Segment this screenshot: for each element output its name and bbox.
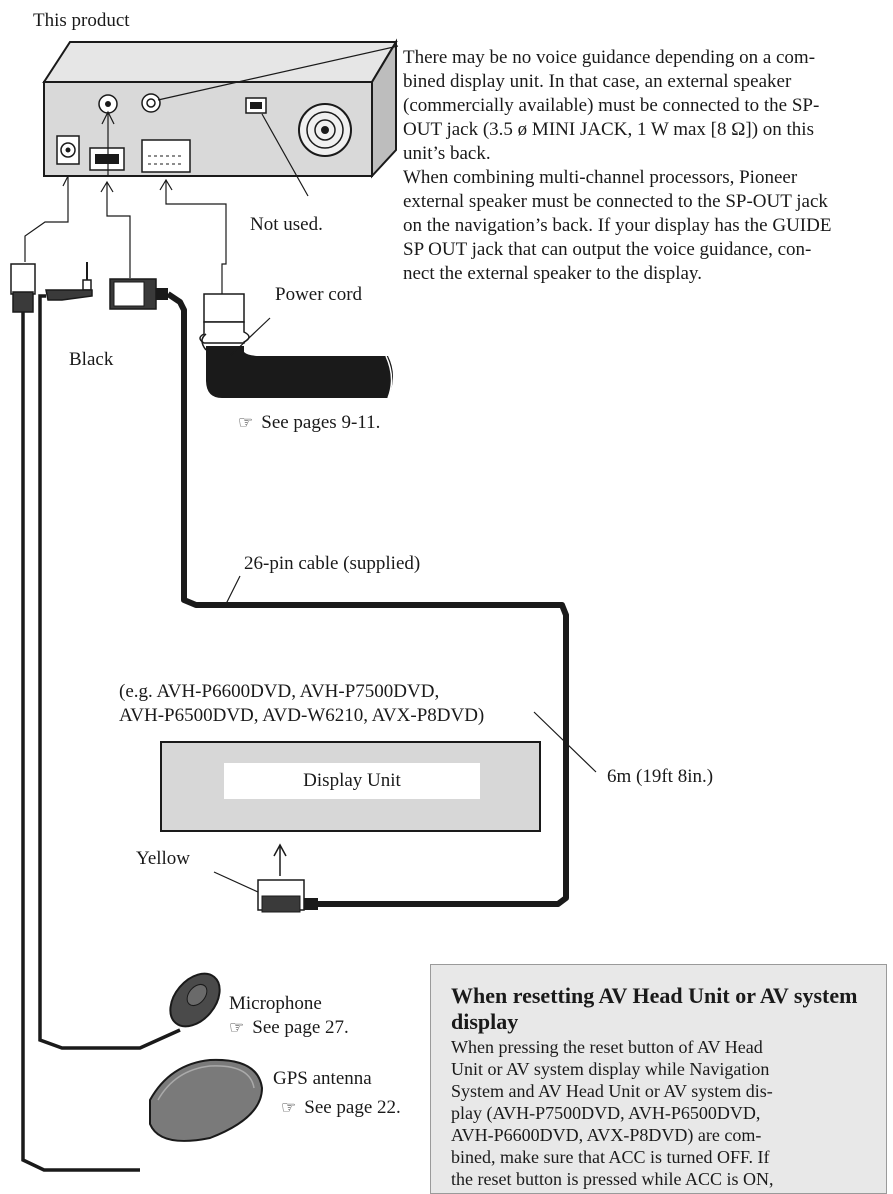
reference-icon: ☞	[238, 413, 254, 432]
mic-jack	[98, 94, 118, 114]
mic-plug	[45, 262, 93, 301]
see-page-22-ref: ☞ See page 22.	[281, 1096, 401, 1120]
cooling-fan-icon	[298, 103, 352, 157]
see-pages-9-11-label: See pages 9-11.	[261, 412, 381, 433]
microphone-cable	[38, 294, 181, 1050]
speaker-leader-line	[157, 45, 399, 101]
display-unit-label: Display Unit	[224, 763, 480, 799]
power-cord-label: Power cord	[275, 284, 363, 305]
cable-leader-line	[225, 575, 241, 605]
26pin-connector-port	[89, 147, 125, 171]
26pin-cable	[166, 291, 569, 907]
see-page-22-label: See page 22.	[304, 1097, 401, 1118]
this-product-label: This product	[33, 10, 130, 31]
display-insert-arrow	[273, 843, 287, 876]
display-unit: Display Unit	[160, 741, 541, 832]
not-used-label: Not used.	[250, 214, 323, 235]
gps-antenna-label: GPS antenna	[273, 1068, 372, 1089]
26pin-cable-label: 26-pin cable (supplied)	[244, 553, 421, 574]
yellow-label: Yellow	[136, 848, 191, 869]
power-cord-leader-line	[229, 317, 271, 357]
26pin-cable-yellow-end	[257, 879, 318, 913]
not-used-port	[245, 97, 267, 114]
not-used-leader-line	[261, 113, 309, 197]
reference-icon: ☞	[229, 1018, 245, 1037]
gps-antenna-plug	[10, 263, 36, 313]
models-line-2: AVH-P6500DVD, AVD-W6210, AVX-P8DVD)	[119, 705, 485, 726]
microphone-label: Microphone	[229, 993, 322, 1014]
see-page-27-label: See page 27.	[252, 1017, 349, 1038]
see-pages-9-11-ref: ☞ See pages 9-11.	[238, 411, 380, 435]
power-cord	[199, 293, 393, 399]
reference-icon: ☞	[281, 1098, 297, 1117]
insert-guides	[24, 110, 227, 294]
gps-antenna-jack	[56, 135, 80, 165]
gps-antenna-icon	[149, 1058, 264, 1142]
yellow-leader-line	[213, 871, 259, 893]
power-connector-port	[141, 139, 191, 173]
microphone-icon	[169, 972, 221, 1028]
gps-antenna-cable	[21, 312, 140, 1172]
reset-note-box: When resetting AV Head Unit or AV system…	[430, 964, 887, 1194]
reset-note-title: When resetting AV Head Unit or AV system…	[451, 983, 858, 1034]
reset-note-body: When pressing the reset button of AV Hea…	[451, 1037, 774, 1189]
black-label: Black	[69, 349, 114, 370]
sp-out-jack	[141, 93, 161, 113]
models-line-1: (e.g. AVH-P6600DVD, AVH-P7500DVD,	[119, 681, 440, 702]
length-leader-line	[533, 711, 597, 773]
26pin-cable-black-end	[109, 278, 168, 310]
see-page-27-ref: ☞ See page 27.	[229, 1016, 349, 1040]
cable-length-label: 6m (19ft 8in.)	[607, 766, 714, 787]
voice-guidance-note: There may be no voice guidance depending…	[403, 47, 832, 284]
